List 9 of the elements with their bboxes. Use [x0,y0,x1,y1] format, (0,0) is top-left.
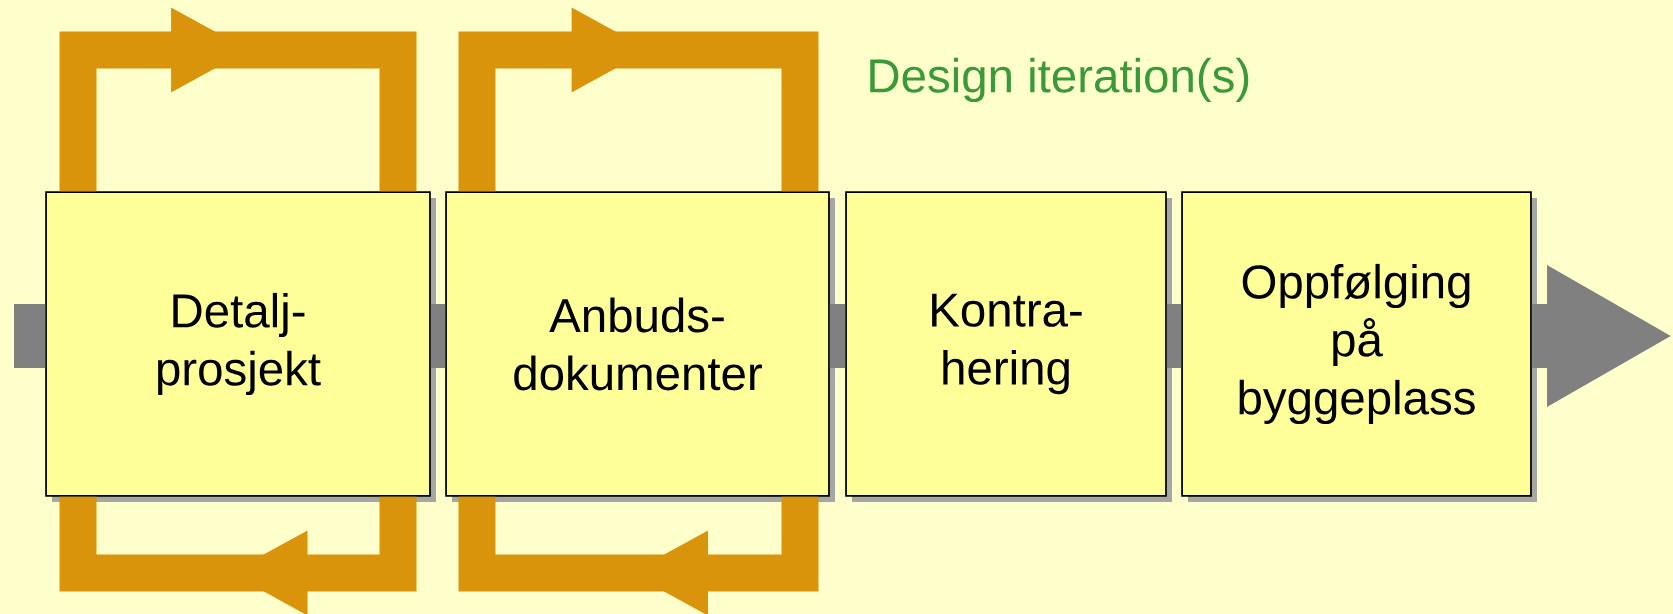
process-box: Detalj- prosjekt [45,191,436,502]
loop-arrow [458,7,819,192]
loop-arrow [59,496,417,614]
loop-arrow [59,7,417,192]
process-box: Oppfølging på byggeplass [1181,191,1537,502]
process-box: Anbuds- dokumenter [445,191,835,502]
process-box: Kontra- hering [845,191,1172,502]
heading: Design iteration(s) [870,57,1249,103]
loop-arrow [458,496,819,614]
